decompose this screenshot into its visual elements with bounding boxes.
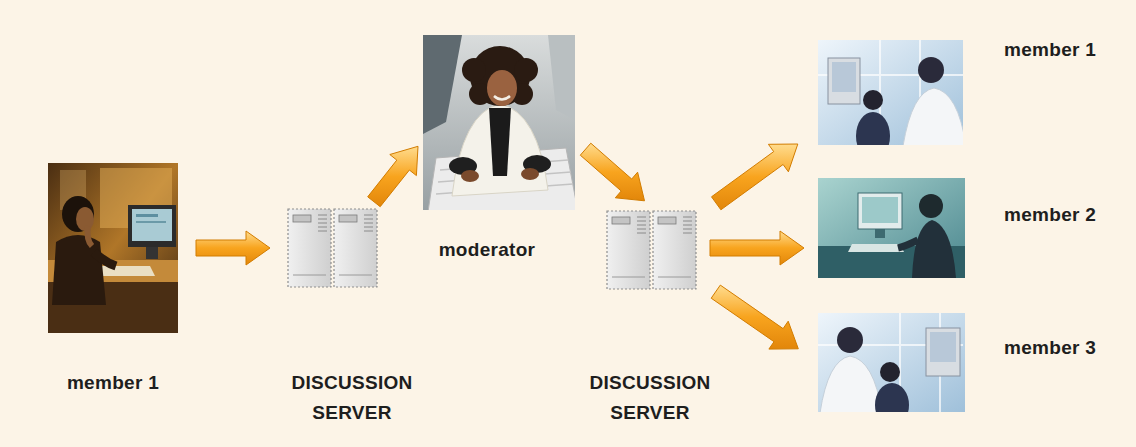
node-label: member 3 bbox=[1004, 336, 1096, 360]
node-label: member 1 bbox=[28, 371, 198, 395]
flow-arrow bbox=[196, 231, 270, 265]
server-node: DISCUSSION SERVER bbox=[288, 208, 378, 288]
member-photo bbox=[48, 163, 178, 333]
member-photo-part bbox=[912, 220, 956, 278]
server-icon bbox=[288, 209, 377, 287]
member-photo-part bbox=[898, 240, 918, 248]
moderator-photo-part bbox=[461, 170, 479, 182]
moderator-photo-part bbox=[487, 70, 517, 106]
member-photo-part bbox=[848, 244, 904, 252]
node-label: DISCUSSION SERVER bbox=[560, 368, 740, 428]
member-photo-part bbox=[880, 362, 900, 382]
moderator-photo-part bbox=[489, 108, 511, 176]
member-photo-part bbox=[926, 328, 960, 376]
flow-arrow bbox=[712, 144, 798, 210]
moderator-photo-part bbox=[452, 104, 548, 196]
member-photo-part bbox=[146, 247, 158, 259]
node-label: moderator bbox=[411, 238, 563, 262]
member-photo-part bbox=[820, 356, 882, 412]
member-photo-part bbox=[837, 327, 863, 353]
moderator-photo-part bbox=[548, 35, 575, 120]
moderator-photo bbox=[423, 35, 575, 210]
member-photo bbox=[818, 40, 963, 145]
flow-arrow bbox=[580, 143, 644, 201]
member-photo-part bbox=[48, 163, 178, 333]
moderator-photo-part bbox=[514, 58, 538, 82]
node-label: member 1 bbox=[1004, 38, 1096, 62]
flow-arrow bbox=[710, 231, 804, 265]
member-photo-part bbox=[94, 266, 155, 276]
moderator-node: moderator bbox=[423, 35, 575, 210]
flow-arrow bbox=[711, 285, 798, 349]
member-photo-part bbox=[818, 178, 965, 278]
node-label: member 2 bbox=[1004, 203, 1096, 227]
member-photo-part bbox=[136, 214, 158, 217]
member-photo-part bbox=[863, 90, 883, 110]
moderator-photo-part bbox=[462, 58, 486, 82]
moderator-photo-part bbox=[423, 35, 462, 134]
member-node: member 3 bbox=[818, 313, 965, 412]
member-node: member 2 bbox=[818, 178, 965, 278]
member-photo-part bbox=[94, 252, 116, 266]
flow-arrow bbox=[368, 146, 418, 206]
member-photo-part bbox=[858, 193, 902, 229]
member-photo-part bbox=[52, 235, 106, 305]
member-photo bbox=[818, 178, 965, 278]
moderator-photo-part bbox=[494, 96, 510, 100]
member-photo-part bbox=[919, 194, 943, 218]
member-photo-part bbox=[918, 57, 944, 83]
member-photo-part bbox=[828, 58, 860, 104]
member-photo bbox=[818, 313, 965, 412]
server-node: DISCUSSION SERVER bbox=[605, 210, 696, 290]
member-photo-part bbox=[875, 229, 885, 238]
member-photo-part bbox=[132, 209, 172, 241]
member-photo-part bbox=[862, 197, 898, 223]
member-node: member 1 bbox=[818, 40, 963, 145]
member-photo-part bbox=[875, 383, 909, 412]
member-photo-part bbox=[903, 88, 963, 145]
member-photo-part bbox=[930, 332, 956, 362]
member-photo-part bbox=[832, 62, 856, 92]
node-label: DISCUSSION SERVER bbox=[262, 368, 442, 428]
member-photo-part bbox=[136, 221, 166, 223]
moderator-photo-part bbox=[521, 168, 539, 180]
member-photo-part bbox=[128, 205, 176, 247]
member-node: member 1 bbox=[48, 163, 178, 333]
member-photo-part bbox=[856, 112, 890, 145]
server-icon bbox=[607, 211, 696, 289]
member-photo-part bbox=[88, 226, 93, 246]
